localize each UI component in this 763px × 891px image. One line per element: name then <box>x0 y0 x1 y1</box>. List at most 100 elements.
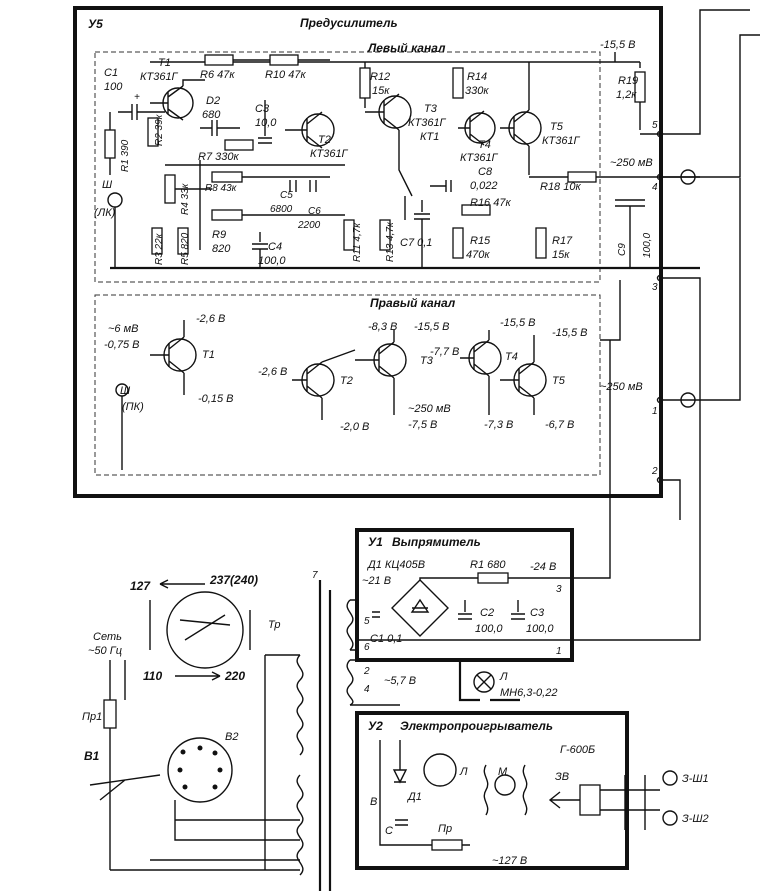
right-t2-label: T2 <box>340 375 353 387</box>
lamp-cross <box>476 674 492 690</box>
r3-label: R3 22к <box>154 232 165 265</box>
selector-220: 220 <box>224 669 245 683</box>
rectifier-pin-1: 1 <box>556 646 562 657</box>
rectifier-wires <box>419 577 572 580</box>
pickup-body <box>579 784 601 816</box>
right-out-mv: ~250 мВ <box>600 381 643 393</box>
selector-110: 110 <box>143 669 162 683</box>
sh-left-label: Ш <box>102 179 113 191</box>
b2-contact-4 <box>177 767 183 773</box>
jack-sh1-label: З-Ш1 <box>682 773 709 785</box>
rectifier-c2-label: C2 <box>480 607 494 619</box>
feedback-wires <box>165 160 345 250</box>
voltage-selector-dial <box>166 591 244 669</box>
r17-label: R17 <box>552 235 573 247</box>
player-zv: ЗВ <box>555 771 569 783</box>
r5-resistor <box>177 227 189 255</box>
right-t5-leads <box>500 335 535 415</box>
r15-label: R15 <box>470 235 491 247</box>
player-motor <box>494 774 516 796</box>
r10-resistor <box>269 54 299 66</box>
r4-resistor <box>164 174 176 204</box>
right-t3-e: -7,5 В <box>408 419 437 431</box>
c1-symbol <box>118 104 165 120</box>
right-t3-mv: ~250 мВ <box>408 403 451 415</box>
r19-label: R19 <box>618 75 638 87</box>
t1-leads <box>150 85 184 121</box>
jack-sh2 <box>662 810 678 826</box>
b2-contact-3 <box>212 750 218 756</box>
rectifier-output-wires <box>572 340 701 641</box>
selector-127: 127 <box>130 579 151 593</box>
transformer-primary <box>296 654 304 876</box>
r8-resistor <box>211 171 243 183</box>
player-v127: ~127 В <box>492 855 527 867</box>
transformer-secondary-wires <box>350 599 461 706</box>
rectifier-c3 <box>511 600 525 620</box>
t4-type: КТ361Г <box>460 152 499 164</box>
r5-label: R5 820 <box>180 232 191 265</box>
transformer-label: Тр <box>268 619 280 631</box>
pin-3-label: 3 <box>652 282 658 293</box>
pin-5-label: 5 <box>652 120 658 131</box>
rectifier-vout: -24 В <box>530 561 556 573</box>
lamp-type: МН6,3-0,22 <box>500 687 557 699</box>
t4-leads <box>458 110 485 146</box>
rectifier-pin-4: 4 <box>364 684 370 695</box>
r18-label: R18 10к <box>540 181 581 193</box>
selector-237: 237(240) <box>209 573 258 587</box>
pin-4-label: 4 <box>652 182 658 193</box>
sh-right-label: Ш <box>120 385 131 397</box>
player-d1-symbol <box>392 769 408 784</box>
right-t3-leads <box>355 330 395 415</box>
preamp-frame <box>73 6 663 498</box>
t1-type: КТ361Г <box>140 71 179 83</box>
r17-value: 15к <box>552 249 570 261</box>
player-id: У2 <box>368 719 383 733</box>
t1-label: T1 <box>158 57 171 69</box>
b2-contact-7 <box>212 784 218 790</box>
r1-label: R1 390 <box>120 139 131 172</box>
r15-value: 470к <box>466 249 490 261</box>
t5-label: T5 <box>550 121 564 133</box>
right-t4-c: -15,5 В <box>500 317 535 329</box>
c6-value: 2200 <box>297 220 321 231</box>
right-t5-label: T5 <box>552 375 566 387</box>
r1-resistor <box>104 129 116 159</box>
c5-label: C5 <box>280 190 293 201</box>
right-t2-e: -2,0 В <box>340 421 369 433</box>
player-model: Г-600Б <box>560 744 595 756</box>
right-t1-e: -0,15 В <box>198 393 233 405</box>
c3-value: 10,0 <box>255 117 277 129</box>
c1-label: C1 <box>104 67 118 79</box>
player-c: С <box>385 825 393 837</box>
right-channel-box <box>94 294 601 476</box>
left-channel-title: Левый канал <box>367 41 446 55</box>
player-switch: В <box>370 796 377 808</box>
pickup-wires <box>600 775 660 830</box>
r7-label: R7 330к <box>198 151 239 163</box>
right-in-mv: ~6 мВ <box>108 323 138 335</box>
supply-label: -15,5 В <box>600 39 635 51</box>
rectifier-pin-6: 6 <box>364 642 370 653</box>
mains-label: Сеть <box>93 631 122 643</box>
fuse-pr1 <box>103 699 117 729</box>
b2-contact-1 <box>180 749 186 755</box>
mains-frequency: ~50 Гц <box>88 645 122 657</box>
t5-type: КТ361Г <box>542 135 581 147</box>
r16-resistor <box>461 204 491 216</box>
t3-type: КТ361Г <box>408 117 447 129</box>
rectifier-c3-value: 100,0 <box>526 623 554 635</box>
selector-b2 <box>167 737 233 803</box>
rectifier-r1 <box>477 572 509 584</box>
diode-bridge <box>391 579 449 637</box>
rectifier-pin-2: 2 <box>363 666 370 677</box>
right-t2-leads <box>292 349 356 420</box>
fuse-label: Пр1 <box>82 711 102 723</box>
r12-value: 15к <box>372 85 390 97</box>
c8-value: 0,022 <box>470 180 498 192</box>
c4-symbol <box>252 232 268 268</box>
r10-label: R10 47к <box>265 69 306 81</box>
player-c-symbol <box>395 819 408 826</box>
rectifier-frame <box>355 528 574 662</box>
